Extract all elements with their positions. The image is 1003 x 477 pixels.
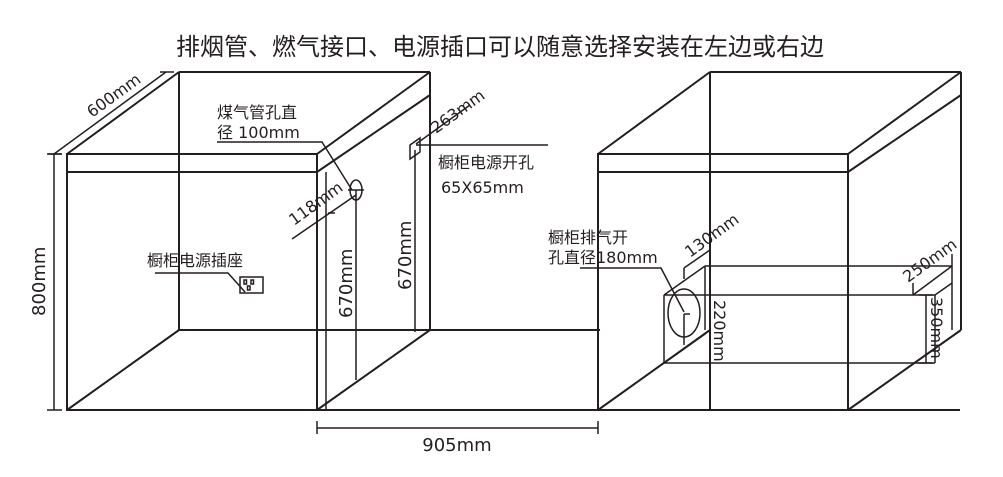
right-cabinet: 橱柜排气开 孔直径180mm 130mm 220mm 250mm 350mm <box>548 71 962 411</box>
exhaust-label-line1: 橱柜排气开 <box>548 228 628 247</box>
diagram-title: 排烟管、燃气接口、电源插口可以随意选择安装在左边或右边 <box>176 33 824 61</box>
height-800-label: 800mm <box>29 247 50 316</box>
box-depth-250-label: 250mm <box>899 235 960 287</box>
exhaust-label-line2: 孔直径180mm <box>548 248 658 267</box>
exhaust-depth-130-label: 130mm <box>681 210 742 262</box>
gas-depth-118-label: 118mm <box>285 178 346 230</box>
exhaust-hole-icon <box>667 288 701 345</box>
socket-label: 橱柜电源插座 <box>147 251 243 270</box>
exhaust-height-220-label: 220mm <box>710 300 729 362</box>
left-cabinet: 600mm 800mm 橱柜电源插座 <box>29 70 600 411</box>
gas-height-670-label: 670mm <box>336 249 357 318</box>
power-hole-size: 65X65mm <box>441 178 524 197</box>
power-depth-263-label: 263mm <box>427 86 488 138</box>
box-height-350-label: 350mm <box>927 297 946 359</box>
power-hole-icon <box>409 136 421 161</box>
width-905-label: 905mm <box>422 435 491 456</box>
power-socket-icon <box>239 276 264 294</box>
gas-hole-label-line1: 煤气管孔直 <box>217 103 297 122</box>
power-hole-label: 橱柜电源开孔 <box>438 153 534 172</box>
power-height-670-label: 670mm <box>395 221 416 290</box>
gas-hole-label-line2: 径 100mm <box>217 123 300 142</box>
